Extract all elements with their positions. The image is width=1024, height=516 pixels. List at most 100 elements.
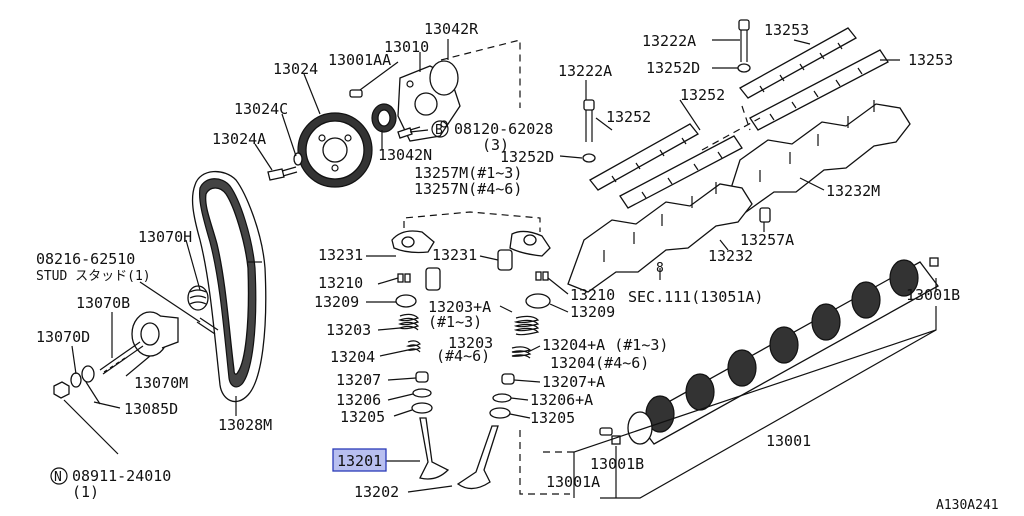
label-13232[interactable]: 13232 — [708, 247, 753, 265]
label-13209-right[interactable]: 13209 — [570, 303, 615, 321]
rocker-shaft-13253-lower — [749, 49, 889, 131]
label-13209-left[interactable]: 13209 — [314, 293, 359, 311]
label-13203A-qty: (#1~3) — [428, 313, 482, 331]
label-13042R[interactable]: 13042R — [424, 20, 479, 38]
label-13210-right[interactable]: 13210 — [570, 286, 615, 304]
seat-13205-left — [411, 402, 433, 414]
label-13204-46[interactable]: 13204(#4~6) — [550, 354, 649, 372]
label-13042N[interactable]: 13042N — [378, 146, 432, 164]
label-13024A[interactable]: 13024A — [212, 130, 266, 148]
camshaft-13001 — [627, 259, 939, 445]
label-13202[interactable]: 13202 — [354, 483, 399, 501]
label-08216-62510[interactable]: 08216-62510 — [36, 250, 135, 268]
label-13203A[interactable]: 13203+A — [428, 298, 491, 316]
label-sec-8: 8 — [656, 261, 664, 276]
bolt-13222A-lower — [583, 99, 595, 142]
label-13070D[interactable]: 13070D — [36, 328, 90, 346]
plug-13001B-upper — [929, 257, 939, 267]
label-08911-24010[interactable]: 08911-24010 — [72, 467, 171, 485]
circle-n-letter: N — [54, 470, 62, 485]
label-13252-right[interactable]: 13252 — [680, 86, 725, 104]
seal-13207-right — [501, 373, 515, 385]
plug-13257A — [759, 207, 771, 223]
label-13253-lower[interactable]: 13253 — [908, 51, 953, 69]
label-13001A[interactable]: 13001A — [546, 473, 600, 491]
label-13210-left[interactable]: 13210 — [318, 274, 363, 292]
dowel-13001A — [599, 427, 613, 436]
rocker-13231-right — [509, 230, 551, 257]
washer-13070D — [70, 372, 82, 388]
label-13257M[interactable]: 13257M(#1~3) — [414, 164, 522, 182]
label-13001B-upper[interactable]: 13001B — [906, 286, 960, 304]
seat-13206-right — [492, 393, 512, 403]
label-13222A-upper[interactable]: 13222A — [642, 32, 696, 50]
bolt-13024A — [267, 166, 298, 181]
spring-13204-right — [511, 346, 532, 359]
label-13252D-upper[interactable]: 13252D — [646, 59, 700, 77]
label-13206A[interactable]: 13206+A — [530, 391, 593, 409]
rocker-shaft-13252-upper — [589, 123, 699, 191]
label-13231-right[interactable]: 13231 — [432, 246, 477, 264]
seal-13207-left — [415, 371, 429, 383]
label-13024[interactable]: 13024 — [273, 60, 318, 78]
label-13207-left[interactable]: 13207 — [336, 371, 381, 389]
cam-seal-13042N — [371, 103, 397, 133]
label-13010[interactable]: 13010 — [384, 38, 429, 56]
circle-n-icon — [50, 467, 68, 485]
label-13232M[interactable]: 13232M — [826, 182, 880, 200]
label-13070M[interactable]: 13070M — [134, 374, 188, 392]
label-13207A[interactable]: 13207+A — [542, 373, 605, 391]
label-13257A[interactable]: 13257A — [740, 231, 794, 249]
o-ring-13042R — [429, 60, 459, 96]
label-13001AA[interactable]: 13001AA — [328, 51, 391, 69]
label-13205-right[interactable]: 13205 — [530, 409, 575, 427]
highlight-13201[interactable] — [332, 448, 387, 472]
label-13252D-lower[interactable]: 13252D — [500, 148, 554, 166]
dowel-13001AA — [349, 89, 363, 98]
label-13203-right[interactable]: 13203 — [448, 334, 493, 352]
label-13257N[interactable]: 13257N(#4~6) — [414, 180, 522, 198]
plug-13001B-lower — [611, 435, 621, 445]
label-13001B-lower[interactable]: 13001B — [590, 455, 644, 473]
label-08120-62028[interactable]: 08120-62028 — [454, 120, 553, 138]
bolts-08120-62028 — [397, 126, 421, 139]
spring-13203-left — [398, 313, 420, 331]
label-13085D[interactable]: 13085D — [124, 400, 178, 418]
washer-13252D-upper — [737, 63, 751, 73]
circle-b-icon — [431, 120, 449, 138]
label-13204A[interactable]: 13204+A (#1~3) — [542, 336, 668, 354]
stud-08216-62510 — [196, 317, 219, 335]
bolt-13070B — [99, 341, 144, 375]
label-13206-left[interactable]: 13206 — [336, 391, 381, 409]
seat-13206-left — [412, 388, 432, 398]
label-13070H[interactable]: 13070H — [138, 228, 192, 246]
label-13024C[interactable]: 13024C — [234, 100, 288, 118]
lash-adjuster-13231-left — [425, 267, 441, 291]
label-13231-left[interactable]: 13231 — [318, 246, 363, 264]
label-13204-left[interactable]: 13204 — [330, 348, 375, 366]
collets-13210-right — [535, 271, 549, 281]
label-13252-left[interactable]: 13252 — [606, 108, 651, 126]
rocker-13231-left — [391, 230, 435, 254]
label-13201[interactable]: 13201 — [337, 452, 382, 470]
valve-13202 — [456, 425, 499, 490]
label-13028M[interactable]: 13028M — [218, 416, 272, 434]
tensioner-spring-13070H — [187, 285, 209, 311]
label-stud: STUD スタッド(1) — [36, 269, 151, 284]
label-13203-left[interactable]: 13203 — [326, 321, 371, 339]
label-13205-left[interactable]: 13205 — [340, 408, 385, 426]
timing-belt-13028M — [191, 170, 267, 403]
retainer-13209-right — [525, 293, 551, 309]
label-13222A-lower[interactable]: 13222A — [558, 62, 612, 80]
label-13253-upper[interactable]: 13253 — [764, 21, 809, 39]
label-13001[interactable]: 13001 — [766, 432, 811, 450]
label-sec-111[interactable]: SEC.111(13051A) — [628, 288, 763, 306]
tensioner-pulley-13070M — [131, 311, 179, 357]
label-13070B[interactable]: 13070B — [76, 294, 130, 312]
rocker-shaft-13253-upper — [739, 27, 857, 99]
cam-pulley-13024 — [297, 112, 373, 188]
leader-lines — [63, 39, 937, 493]
lash-adjuster-13231-right — [497, 249, 513, 271]
rocker-shaft-13252-lower — [619, 135, 743, 209]
